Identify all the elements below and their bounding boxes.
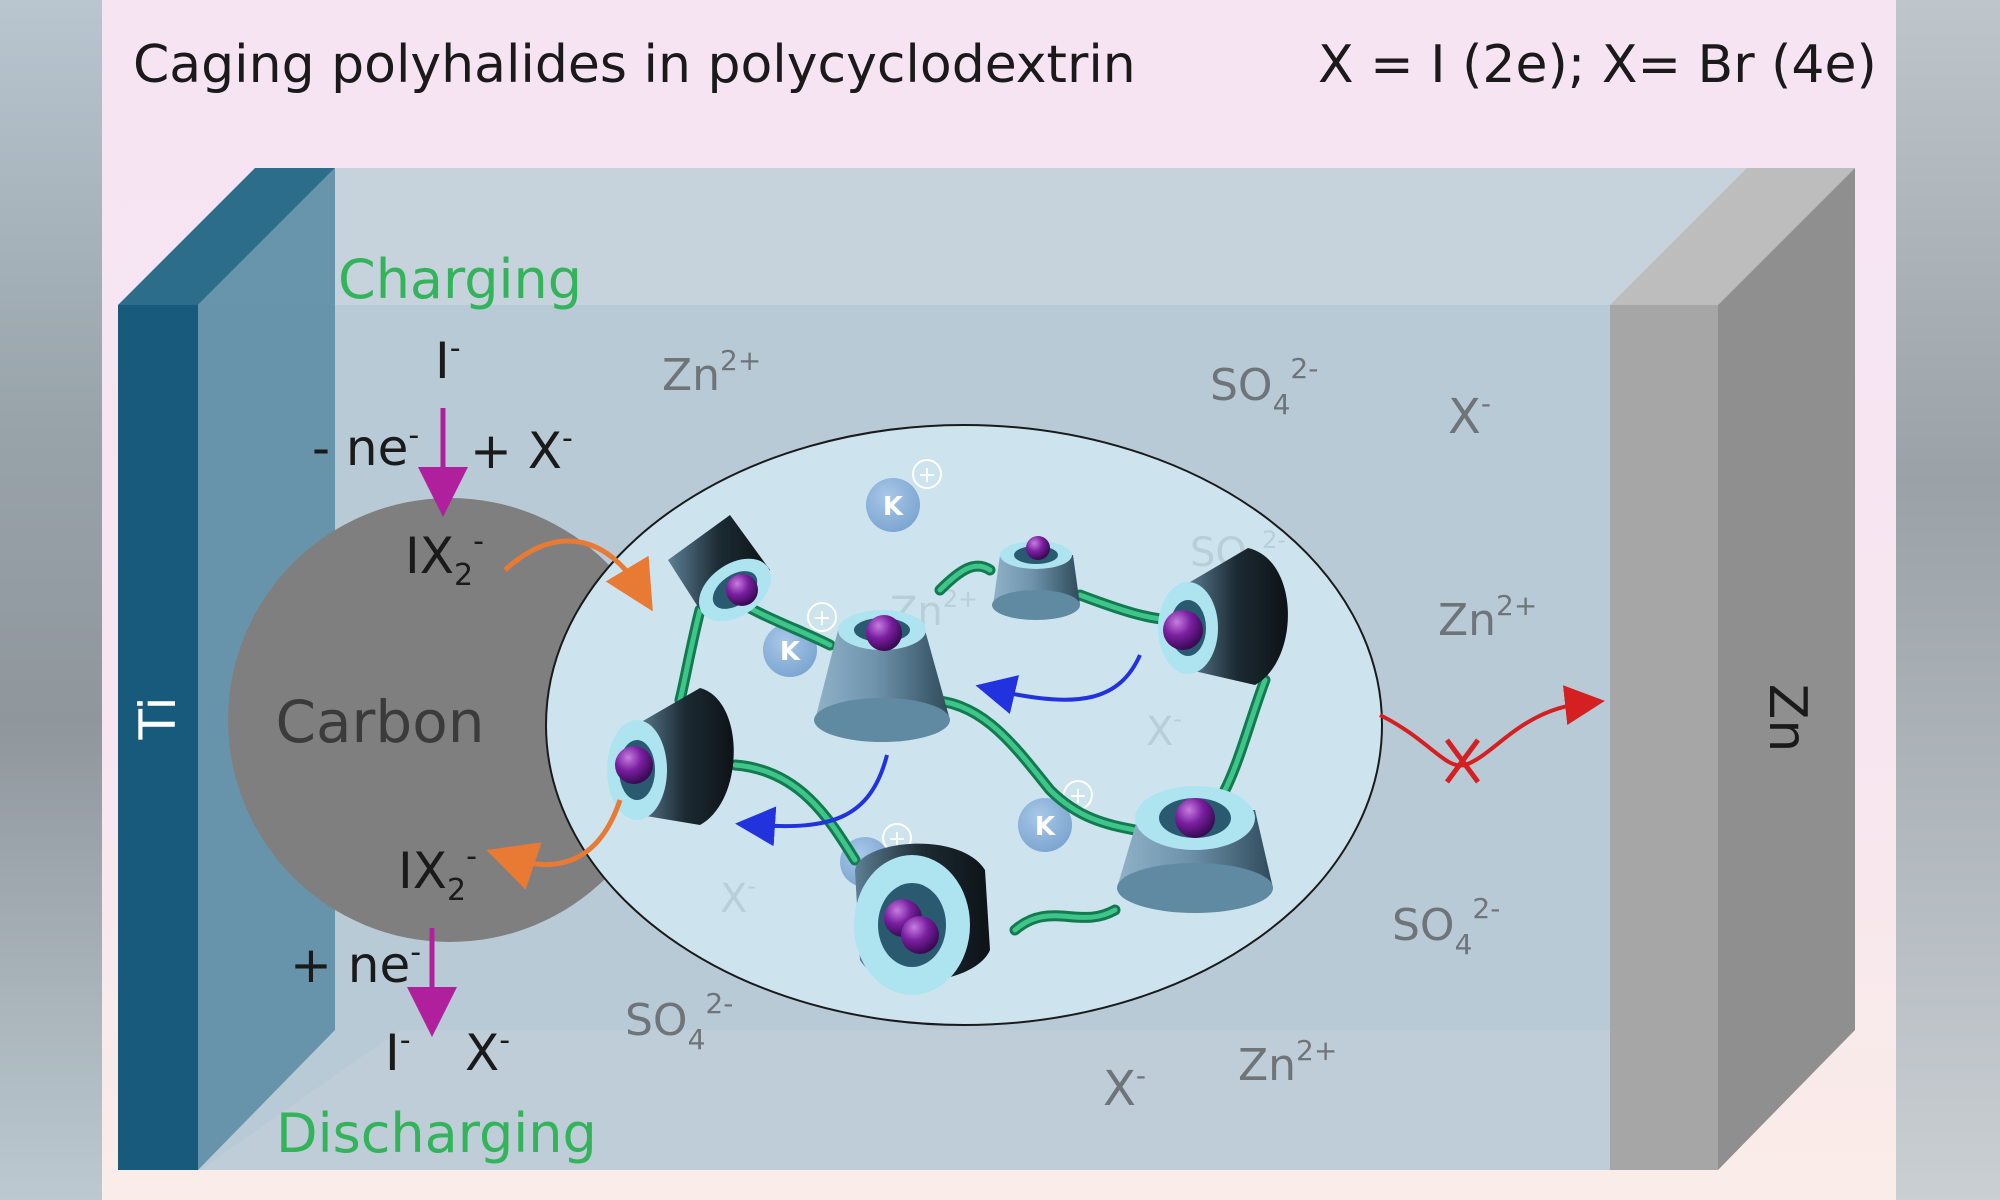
charging-label: Charging [338, 248, 582, 311]
electrolyte-bottom-face [200, 1030, 1855, 1170]
carbon-particle [228, 498, 672, 942]
ion-so4-3: SO42- [625, 987, 733, 1056]
polymer-linkers-highlight [677, 563, 1268, 933]
charging-plus-halide: + X- [470, 421, 573, 480]
charging-product-ix2: IX2- [405, 524, 484, 593]
cyclodextrin-cup-6 [1117, 786, 1273, 913]
orange-arrow-out-of-cage [486, 799, 623, 890]
discharging-product-halide: X- [465, 1023, 510, 1082]
discharging-reactant-ix2: IX2- [398, 839, 477, 908]
ion-x-2: X- [1103, 1059, 1146, 1117]
zn-electrode-side [1718, 168, 1855, 1170]
cyclodextrin-cup-1 [668, 515, 772, 622]
ion-zn-2: Zn2+ [1438, 589, 1537, 646]
halide-equation: X = I (2e); X= Br (4e) [1318, 35, 1877, 95]
ion-so4-2: SO42- [1392, 892, 1500, 961]
orange-arrow-into-cage [503, 538, 653, 612]
ion-x-faint-1: X- [1146, 705, 1182, 755]
ion-so4-1: SO42- [1210, 352, 1318, 421]
electrolyte-top-face [118, 168, 1855, 305]
discharging-product-iodide: I- [385, 1023, 411, 1082]
background-right-strip [1896, 0, 2000, 1200]
svg-text:+: + [813, 606, 831, 631]
svg-text:K: K [1035, 812, 1056, 842]
charging-reactant: I- [435, 331, 461, 390]
zn-label: Zn [1757, 684, 1817, 753]
ti-electrode-front [118, 305, 198, 1170]
ion-zn-3: Zn2+ [1238, 1034, 1337, 1091]
cyclodextrin-cup-7 [854, 843, 990, 995]
red-block-cross [1444, 738, 1481, 784]
carbon-label: Carbon [276, 688, 485, 756]
figure-title: Caging polyhalides in polycyclodextrin [133, 35, 1136, 95]
ion-zn-1: Zn2+ [662, 344, 761, 401]
svg-text:K: K [883, 492, 904, 522]
discharging-label: Discharging [276, 1102, 597, 1165]
charging-electron-loss: - ne- [312, 418, 419, 477]
ion-x-1: X- [1448, 387, 1491, 445]
cyclodextrin-cup-3 [992, 536, 1080, 620]
svg-text:+: + [918, 463, 936, 488]
ion-x-faint-2: X- [720, 872, 756, 922]
k-ion-1: K + [866, 459, 942, 532]
discharging-electron-gain: + ne- [290, 935, 421, 994]
zn-electrode-front [1610, 305, 1718, 1170]
blue-arrow-upper [975, 654, 1142, 715]
ti-label: Ti [129, 697, 187, 741]
svg-text:K: K [780, 637, 801, 667]
ti-electrode-top [118, 168, 335, 305]
cyclodextrin-cup-2 [814, 610, 950, 742]
zn-electrode-top [1610, 168, 1855, 305]
cyclodextrin-cup-5 [607, 688, 734, 825]
blue-arrow-lower [735, 754, 889, 847]
background-left-strip [0, 0, 102, 1200]
cyclodextrin-cup-4 [1158, 548, 1288, 685]
